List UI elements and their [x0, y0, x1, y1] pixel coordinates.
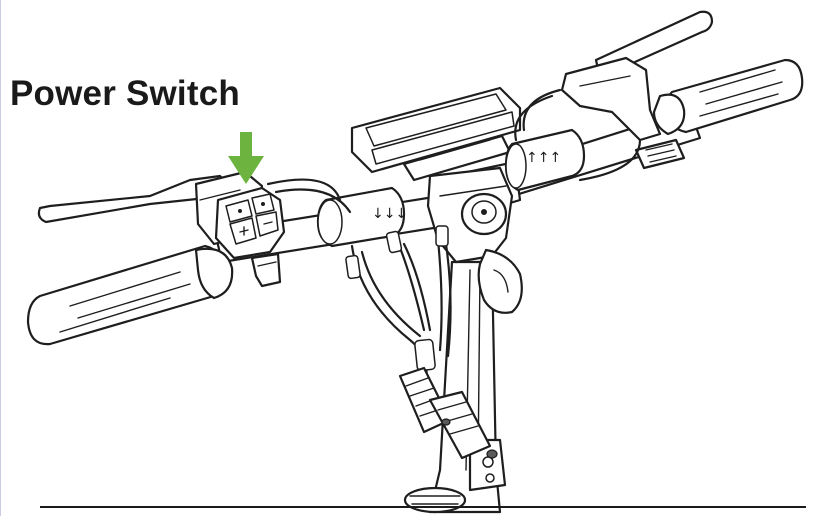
right-clamp-collar: ↑↑↑	[504, 128, 586, 192]
cables	[266, 88, 642, 460]
power-switch-caption: Power Switch	[10, 74, 240, 113]
left-clamp-arrows: ↓↓↓	[372, 206, 407, 222]
right-grip	[652, 58, 804, 136]
power-switch-pointer-arrow	[228, 132, 264, 184]
left-grip	[26, 244, 234, 346]
right-clamp-arrows: ↑↑↑	[526, 150, 561, 166]
display-unit	[350, 86, 522, 182]
stem-head-clamp	[426, 166, 523, 314]
footer-divider	[40, 506, 806, 508]
right-brake-lever	[560, 10, 714, 170]
wire-connector-bundle	[398, 366, 498, 460]
left-clamp-collar: ↓↓↓	[316, 186, 407, 248]
page-margin-line	[0, 0, 1, 516]
minus-button	[255, 211, 279, 237]
control-button-pad	[214, 186, 286, 288]
